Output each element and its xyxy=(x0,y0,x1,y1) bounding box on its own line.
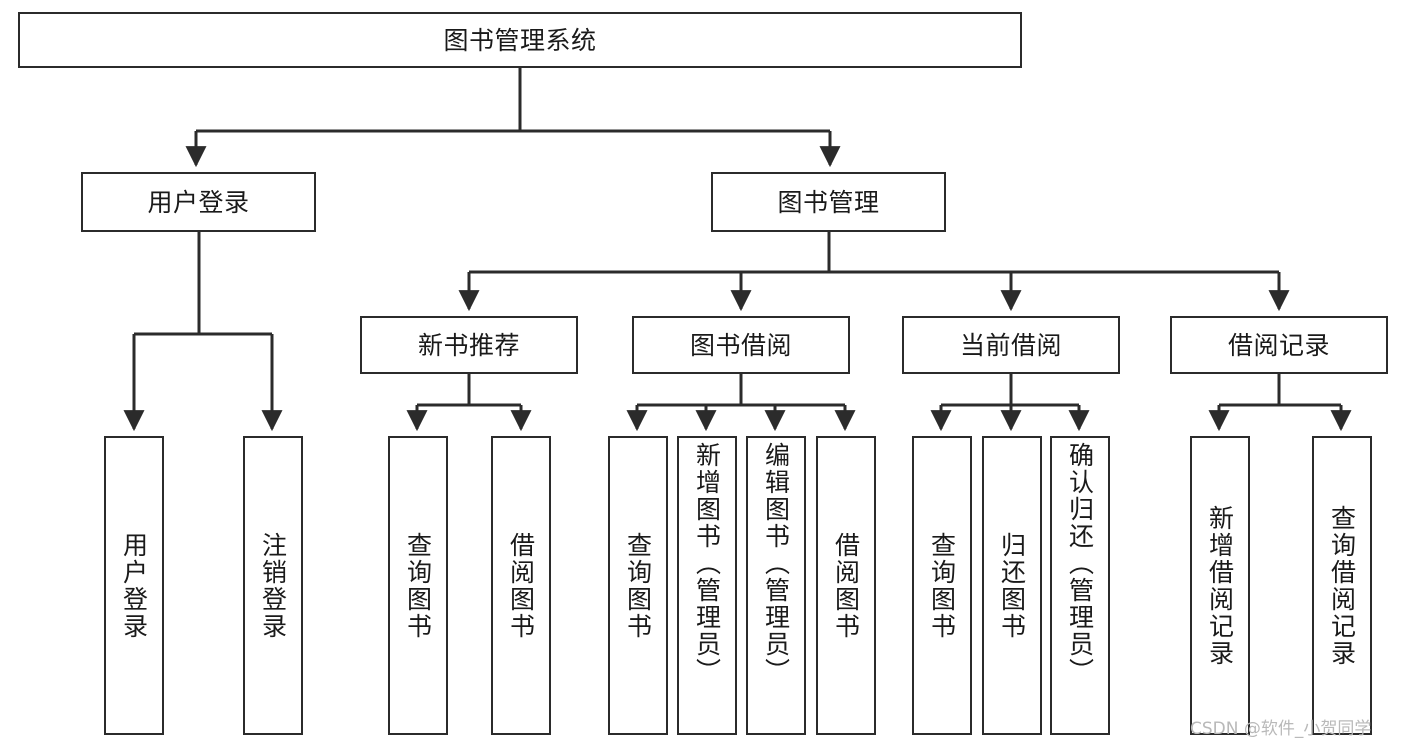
leaf-user-login[interactable]: 用户登录 xyxy=(104,436,164,735)
node-label: 图书借阅 xyxy=(689,330,792,360)
node-label: 归还图书 xyxy=(997,531,1027,640)
node-borrow-record[interactable]: 借阅记录 xyxy=(1170,316,1388,374)
node-label: 用户登录 xyxy=(147,187,250,217)
leaf-confirm-return-admin[interactable]: 确认归还（管理员） xyxy=(1050,436,1110,735)
leaf-query-book-recommend[interactable]: 查询图书 xyxy=(388,436,448,735)
node-label: 查询图书 xyxy=(403,531,433,640)
watermark-text: CSDN @软件_小贺同学 xyxy=(1190,719,1372,739)
node-root-system[interactable]: 图书管理系统 xyxy=(18,12,1022,68)
node-label: 查询图书 xyxy=(927,531,957,640)
leaf-borrow-book[interactable]: 借阅图书 xyxy=(816,436,876,735)
node-label: 注销登录 xyxy=(258,531,288,640)
leaf-query-book-current[interactable]: 查询图书 xyxy=(912,436,972,735)
node-book-borrow[interactable]: 图书借阅 xyxy=(632,316,850,374)
node-label: 借阅图书 xyxy=(831,531,861,640)
leaf-logout[interactable]: 注销登录 xyxy=(243,436,303,735)
node-user-login[interactable]: 用户登录 xyxy=(81,172,316,232)
node-label: 当前借阅 xyxy=(959,330,1062,360)
node-label: 确认归还（管理员） xyxy=(1065,442,1095,685)
leaf-borrow-book-recommend[interactable]: 借阅图书 xyxy=(491,436,551,735)
node-book-management[interactable]: 图书管理 xyxy=(711,172,946,232)
node-label: 查询借阅记录 xyxy=(1327,504,1357,667)
node-label: 图书管理系统 xyxy=(443,25,597,55)
node-label: 新书推荐 xyxy=(417,330,520,360)
node-label: 用户登录 xyxy=(119,531,149,640)
leaf-query-borrow-record[interactable]: 查询借阅记录 xyxy=(1312,436,1372,735)
node-label: 借阅图书 xyxy=(506,531,536,640)
node-current-borrow[interactable]: 当前借阅 xyxy=(902,316,1120,374)
leaf-add-borrow-record[interactable]: 新增借阅记录 xyxy=(1190,436,1250,735)
node-label: 图书管理 xyxy=(777,187,880,217)
leaf-return-book[interactable]: 归还图书 xyxy=(982,436,1042,735)
leaf-query-book-borrow[interactable]: 查询图书 xyxy=(608,436,668,735)
leaf-add-book-admin[interactable]: 新增图书（管理员） xyxy=(677,436,737,735)
node-new-book-recommend[interactable]: 新书推荐 xyxy=(360,316,578,374)
node-label: 查询图书 xyxy=(623,531,653,640)
leaf-edit-book-admin[interactable]: 编辑图书（管理员） xyxy=(746,436,806,735)
node-label: 编辑图书（管理员） xyxy=(761,442,791,685)
node-label: 新增借阅记录 xyxy=(1205,504,1235,667)
node-label: 借阅记录 xyxy=(1227,330,1330,360)
node-label: 新增图书（管理员） xyxy=(692,442,722,685)
